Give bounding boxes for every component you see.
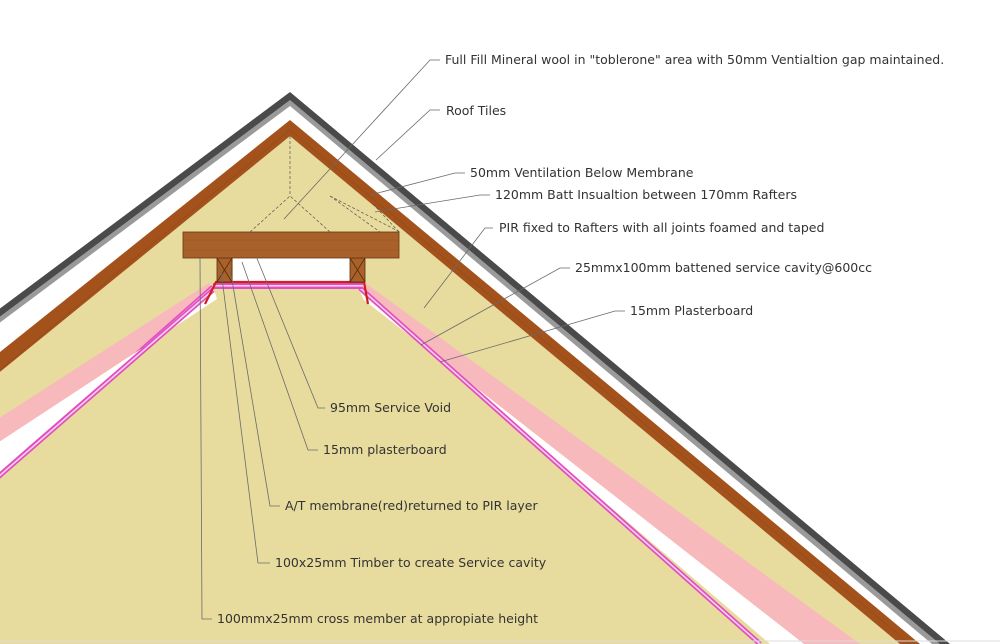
label-service-cavity: 25mmx100mm battened service cavity@600cc xyxy=(575,260,872,275)
service-void xyxy=(233,258,351,283)
toblerone-hidden-lines xyxy=(249,136,401,233)
label-ventilation: 50mm Ventilation Below Membrane xyxy=(470,165,694,180)
label-cross-member: 100mmx25mm cross member at appropiate he… xyxy=(217,611,538,626)
label-service-void: 95mm Service Void xyxy=(330,400,451,415)
pir-board-left xyxy=(0,283,217,442)
label-membrane: A/T membrane(red)returned to PIR layer xyxy=(285,498,538,513)
label-roof-tiles: Roof Tiles xyxy=(446,103,506,118)
label-pir: PIR fixed to Rafters with all joints foa… xyxy=(499,220,824,235)
leader-lines xyxy=(199,59,625,620)
label-timber: 100x25mm Timber to create Service cavity xyxy=(275,555,547,570)
at-membrane-red xyxy=(204,280,370,305)
label-plasterboard-right: 15mm Plasterboard xyxy=(630,303,753,318)
label-mineral-wool: Full Fill Mineral wool in "toblerone" ar… xyxy=(445,52,944,67)
label-plasterboard-left: 15mm plasterboard xyxy=(323,442,447,457)
cross-member xyxy=(182,231,400,259)
pir-board-right xyxy=(364,282,860,644)
rafter-grain xyxy=(0,129,911,644)
label-batt-insulation: 120mm Batt Insualtion between 170mm Raft… xyxy=(495,187,797,202)
